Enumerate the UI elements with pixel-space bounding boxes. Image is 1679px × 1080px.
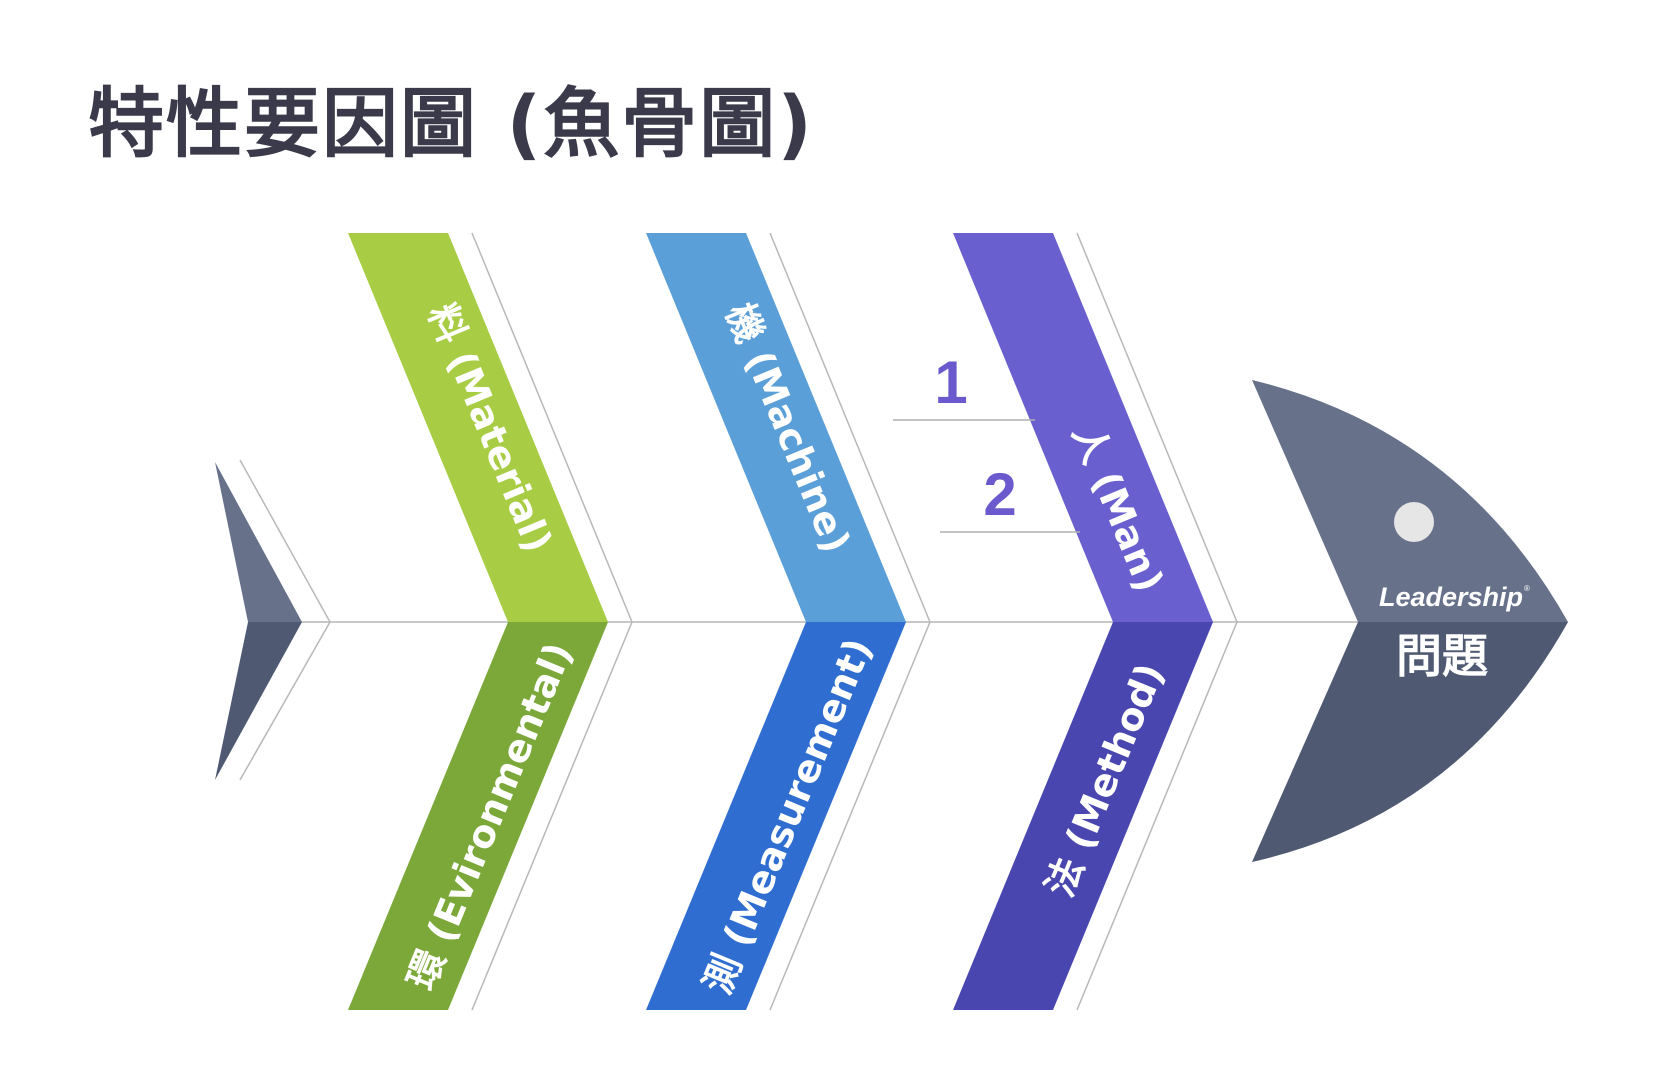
sub-causes: 1 2 bbox=[893, 349, 1080, 533]
band-man bbox=[953, 233, 1213, 622]
tail-lower bbox=[215, 622, 302, 780]
band-method bbox=[953, 622, 1213, 1010]
page-title: 特性要因圖 (魚骨圖) bbox=[88, 79, 814, 168]
fish-tail bbox=[215, 459, 331, 781]
band-environment bbox=[348, 622, 608, 1010]
tail-outline-upper bbox=[239, 459, 331, 623]
leadership-logo: Leadership bbox=[1379, 582, 1523, 612]
bone-line-man bbox=[1076, 232, 1238, 623]
branch-material: 料 (Material) bbox=[348, 232, 633, 623]
branch-environment: 環 (Evironmental) bbox=[348, 621, 633, 1011]
band-material bbox=[348, 233, 608, 622]
bone-line-environment bbox=[471, 621, 633, 1011]
head-lower bbox=[1252, 622, 1568, 862]
sub-cause-number-2: 2 bbox=[983, 461, 1016, 528]
branch-man: 人 (Man) bbox=[953, 232, 1238, 623]
problem-label: 問題 bbox=[1396, 629, 1488, 683]
branch-measurement: 測 (Measurement) bbox=[646, 621, 931, 1011]
bone-line-measurement bbox=[769, 621, 931, 1011]
tail-upper bbox=[215, 462, 302, 622]
fish-head: Leadership ® 問題 bbox=[1252, 380, 1568, 862]
tail-outline-lower bbox=[239, 621, 331, 781]
branch-machine: 機 (Machine) bbox=[646, 232, 931, 623]
sub-cause-number-1: 1 bbox=[934, 349, 967, 416]
fish-eye bbox=[1394, 502, 1434, 542]
bone-line-machine bbox=[769, 232, 931, 623]
band-measurement bbox=[646, 622, 906, 1010]
bone-line-method bbox=[1076, 621, 1238, 1011]
branch-method: 法 (Method) bbox=[953, 621, 1238, 1011]
head-upper bbox=[1252, 380, 1568, 622]
bone-line-material bbox=[471, 232, 633, 623]
band-machine bbox=[646, 233, 906, 622]
trademark-mark: ® bbox=[1524, 584, 1530, 593]
